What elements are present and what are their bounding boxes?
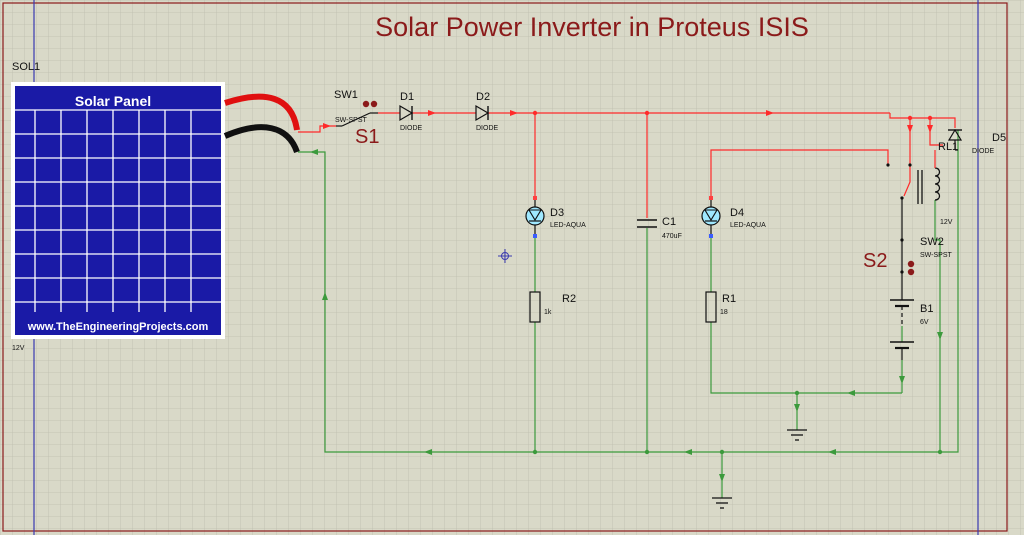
resistor-r1[interactable] [705,291,717,323]
solar-panel-website: www.TheEngineeringProjects.com [27,321,209,333]
switch-sw2[interactable] [900,238,915,300]
d4-ref: D4 [730,207,744,219]
solar-panel[interactable]: Solar Panel www.TheEngineeringProjects.c… [11,82,225,339]
ground-symbol-1 [787,429,807,441]
solar-panel-label: Solar Panel [75,93,151,109]
d2-ref: D2 [476,91,490,103]
resistor-r2[interactable] [529,291,541,323]
page-title: Solar Power Inverter in Proteus ISIS [375,12,809,42]
d5-ref: D5 [992,132,1006,144]
solar-panel-voltage: 12V [12,345,25,352]
battery-voltage: 6V [920,319,929,326]
sw2-tag: S2 [863,250,887,272]
d4-pin-state-low [709,234,713,238]
diode-d1[interactable] [399,104,414,122]
switch-sw1[interactable] [336,100,378,127]
sw1-button-b[interactable] [370,100,378,108]
led-d4[interactable] [701,196,721,238]
sw2-button-a[interactable] [907,260,915,268]
d1-type: DIODE [400,125,423,132]
relay-voltage: 12V [940,219,953,226]
diode-d5[interactable] [947,128,963,151]
sw1-type: SW-SPST [335,117,367,124]
d3-type: LED-AQUA [550,222,586,229]
sw1-tag: S1 [355,126,379,148]
d2-type: DIODE [476,125,499,132]
ground-symbol-2 [712,497,732,509]
sw2-type: SW-SPST [920,252,952,259]
sw1-button-a[interactable] [362,100,370,108]
battery-b1[interactable] [890,299,914,360]
d4-type: LED-AQUA [730,222,766,229]
battery-ref: B1 [920,303,933,315]
c1-ref: C1 [662,216,676,228]
sw2-ref: SW2 [920,236,944,248]
d3-ref: D3 [550,207,564,219]
relay-coil [934,167,941,201]
r2-value: 1k [544,309,552,316]
d5-type: DIODE [972,148,995,155]
r1-ref: R1 [722,293,736,305]
capacitor-c1[interactable] [637,219,657,228]
led-d3[interactable] [525,196,545,238]
d3-pin-state-low [533,234,537,238]
d4-pin-state-high [709,196,713,200]
d3-pin-state-high [533,196,537,200]
relay-ref: RL1 [938,141,958,153]
panel-cable-positive [224,93,300,131]
d1-ref: D1 [400,91,414,103]
c1-value: 470uF [662,233,682,240]
junction-dots [532,390,943,455]
sheet-border [2,2,1008,532]
solar-panel-ref: SOL1 [12,61,40,73]
r2-ref: R2 [562,293,576,305]
solar-panel-cells [15,109,221,312]
ground-return-arrows [310,149,943,482]
sw1-ref: SW1 [334,89,358,101]
panel-cable-negative [223,124,300,154]
diode-d2[interactable] [475,104,490,122]
positive-rail-wires[interactable] [298,112,956,218]
r1-value: 18 [720,309,728,316]
relay-rl1[interactable] [886,150,941,204]
positive-rail-arrows [323,110,933,133]
sw2-button-b[interactable] [907,268,915,276]
origin-marker-icon[interactable] [498,249,512,263]
junction-dots-red [532,110,933,121]
